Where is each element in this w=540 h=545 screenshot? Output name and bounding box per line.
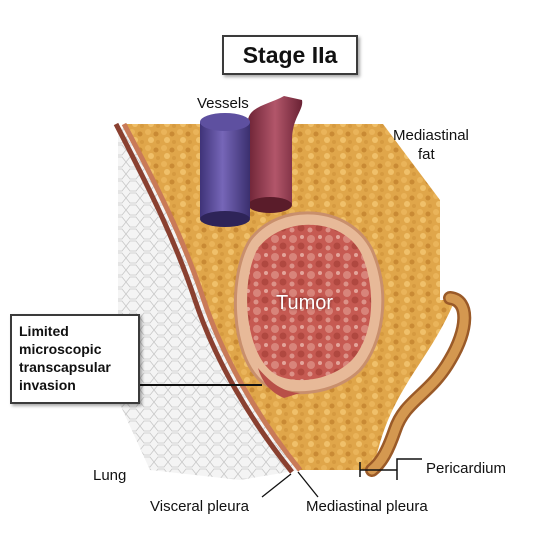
mediastinal-pleura-label: Mediastinal pleura: [306, 498, 428, 515]
pericardium-bracket: [359, 458, 422, 480]
mediastinal-pleura-leader: [297, 471, 319, 498]
mediastinal-pleura-layer: [121, 122, 302, 472]
vessels-label: Vessels: [197, 95, 249, 112]
tumor: [233, 211, 385, 398]
visceral-pleura-leader: [261, 473, 292, 498]
callout-line: Limited: [19, 323, 69, 339]
callout-line: invasion: [19, 377, 76, 393]
tumor-label: Tumor: [276, 292, 334, 314]
lung-label: Lung: [93, 467, 127, 484]
stage-title: Stage IIa: [222, 35, 358, 75]
visceral-pleura-label: Visceral pleura: [150, 498, 249, 515]
mediastinal-fat-label-line1: Mediastinal: [393, 127, 469, 144]
callout-line: transcapsular: [19, 359, 111, 375]
vessels: [200, 96, 303, 227]
pericardium-label: Pericardium: [426, 460, 507, 477]
callout-line: microscopic: [19, 341, 102, 357]
mediastinal-fat-label-line2: fat: [418, 146, 435, 163]
visceral-pleura-layer: [113, 122, 294, 474]
invasion-callout: Limited microscopic transcapsular invasi…: [10, 314, 140, 404]
